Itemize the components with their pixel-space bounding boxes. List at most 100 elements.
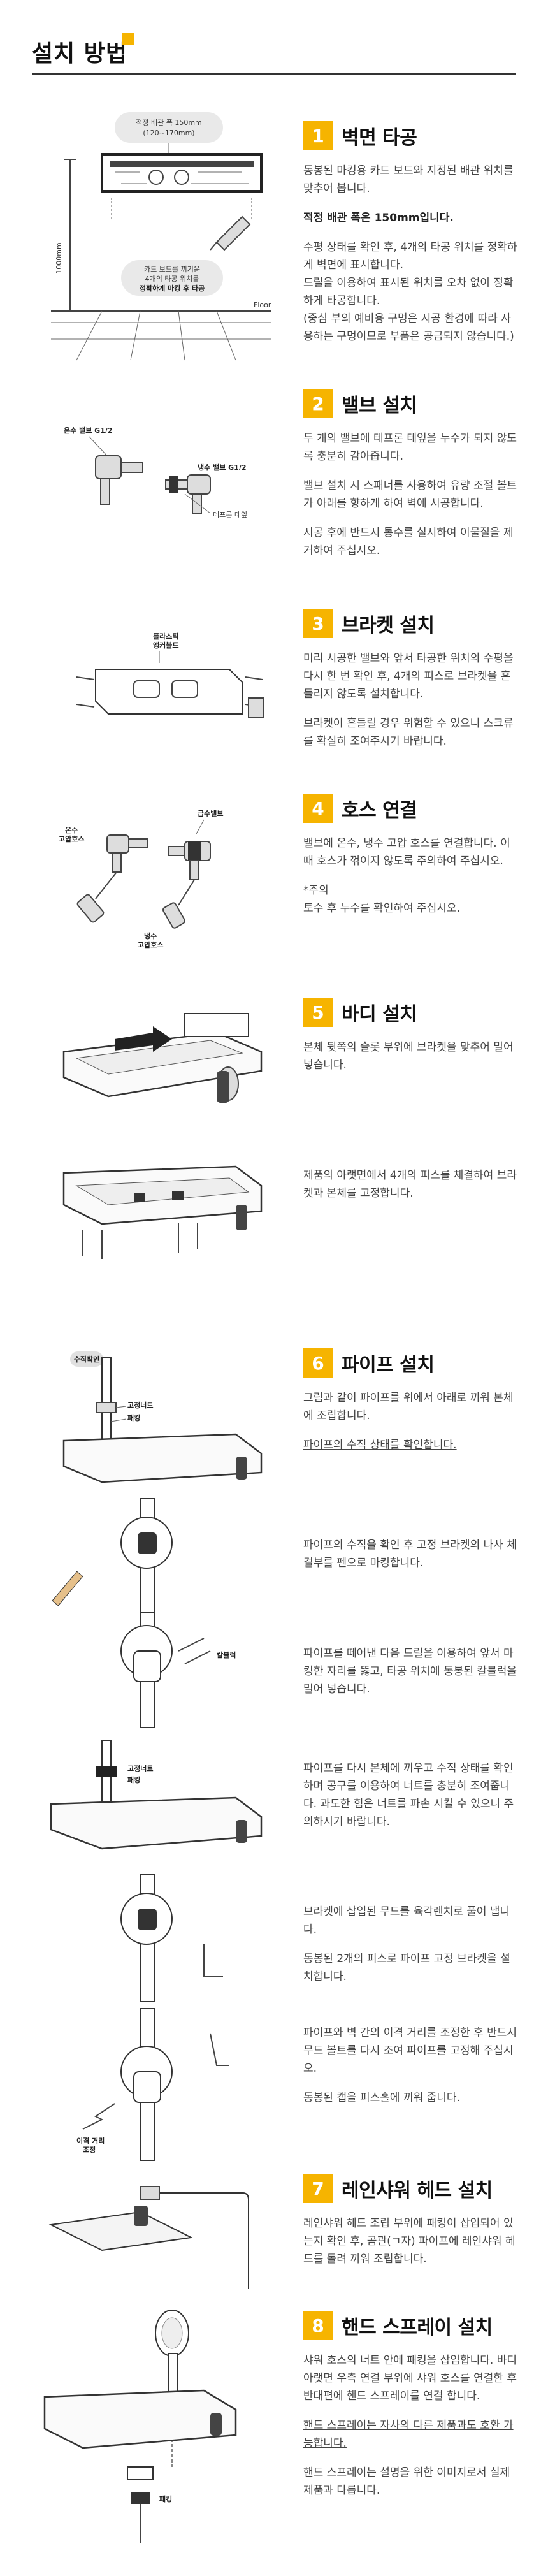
section-8-para-2: 핸드 스프레이는 자사의 다른 제품과도 호환 가능합니다. (303, 2419, 514, 2450)
step-number-3: 3 (303, 609, 333, 638)
height-label: 1000mm (55, 242, 63, 273)
distance-label-line2: 조정 (83, 2145, 96, 2154)
section-6-para-9: 동봉된 캡을 피스홀에 끼워 줍니다. (303, 2092, 460, 2104)
fixing-nut-label: 고정너트 (127, 1401, 153, 1409)
section-hose-connect: 급수밸브 온수 고압호스 냉수 고압호스 4 (0, 790, 548, 982)
rain-shower-illustration (25, 2167, 280, 2289)
section-6-text-3: 파이프를 떼어낸 다음 드릴을 이용하여 앞서 마킹한 자리를 뚫고, 타공 위… (303, 1645, 520, 1710)
teflon-tape-label: 테프론 테잎 (213, 511, 247, 519)
section-6-para-7: 동봉된 2개의 피스로 파이프 고정 브라켓을 설치합니다. (303, 1953, 510, 1983)
body-screw-illustration (25, 1147, 280, 1275)
section-hand-spray: 패킹 8 핸드 스프레이 설치 샤워 호스의 너트 안에 패킹을 삽입합니다. … (0, 2308, 548, 2563)
section-5-para-1: 본체 뒷쪽의 슬롯 부위에 브라켓을 맞추어 밀어 넣습니다. (303, 1041, 514, 1072)
section-4-text: 4 호스 연결 밸브에 온수, 냉수 고압 호스를 연결합니다. 이 때 호스가… (303, 794, 520, 929)
body-slide-illustration (25, 994, 280, 1122)
title-accent-mark (122, 33, 134, 45)
section-6-para-1: 그림과 같이 파이프를 위에서 아래로 끼워 본체에 조립합니다. (303, 1392, 514, 1422)
section-1-title-row: 1 벽면 타공 (303, 121, 520, 150)
section-2-title-row: 2 밸브 설치 (303, 389, 520, 418)
section-6-para-3: 파이프의 수직을 확인 후 고정 브라켓의 나사 체결부를 펜으로 마킹합니다. (303, 1539, 517, 1569)
section-7-title-row: 7 레인샤워 헤드 설치 (303, 2174, 520, 2203)
cold-hose-label-line2: 고압호스 (138, 940, 163, 949)
step-number-1: 1 (303, 121, 333, 150)
level-check-label: 수직확인 (74, 1355, 99, 1364)
step-number-8: 8 (303, 2311, 333, 2340)
section-4-title-row: 4 호스 연결 (303, 794, 520, 823)
section-7-title: 레인샤워 헤드 설치 (342, 2179, 493, 2202)
section-6-para-8: 파이프와 벽 간의 이격 거리를 조정한 후 반드시 무드 볼트를 다시 조여 … (303, 2027, 517, 2075)
section-6-text-4: 파이프를 다시 본체에 끼우고 수직 상태를 확인하며 공구를 이용하여 너트를… (303, 1759, 520, 1842)
section-valve-install: 온수 밸브 G1/2 냉수 밸브 G1/2 테프론 테잎 2 밸브 설치 두 개… (0, 386, 548, 606)
section-6-title: 파이프 설치 (342, 1354, 435, 1376)
pipe-width-label: 적정 배관 폭 150mm (136, 119, 202, 127)
section-7-para-1: 레인샤워 헤드 조립 부위에 패킹이 삽입되어 있는지 확인 후, 곰관(ㄱ자)… (303, 2217, 516, 2266)
card-instruction-line3: 정확하게 마킹 후 타공 (140, 284, 205, 293)
section-2-text: 2 밸브 설치 두 개의 밸브에 테프론 테잎을 누수가 되지 않도록 충분히 … (303, 389, 520, 571)
anchor-label-line2: 앵커볼트 (153, 641, 178, 650)
page-header: 설치 방법 (0, 0, 548, 80)
hand-spray-illustration: 패킹 (25, 2308, 280, 2550)
section-6-para-6: 브라켓에 삽입된 무드를 육각렌치로 풀어 냅니다. (303, 1905, 510, 1936)
section-8-para-1: 샤워 호스의 너트 안에 패킹을 삽입합니다. 바디 아랫면 우측 연결 부위에… (303, 2354, 517, 2403)
section-1-para-5: (중심 부의 예비용 구멍은 시공 환경에 따라 사용하는 구멍이므로 부품은 … (303, 312, 514, 343)
distance-adjust-illustration: 이격 거리 조정 (25, 2008, 280, 2161)
section-4-para-2: 토수 후 누수를 확인하여 주십시오. (303, 902, 460, 915)
section-body-install: 5 바디 설치 본체 뒷쪽의 슬롯 부위에 브라켓을 맞추어 밀어 넣습니다. … (0, 994, 548, 1300)
cold-valve-label: 냉수 밸브 G1/2 (198, 463, 247, 472)
wall-drilling-illustration: 적정 배관 폭 150mm (120~170mm) 1000mm 카드 보드를 … (25, 108, 280, 363)
section-6-text-2: 파이프의 수직을 확인 후 고정 브라켓의 나사 체결부를 펜으로 마킹합니다. (303, 1536, 520, 1583)
section-1-title: 벽면 타공 (342, 127, 417, 149)
bracket-mount-illustration (25, 1874, 280, 2002)
card-instruction-line2: 4개의 타공 위치를 (145, 275, 199, 283)
section-6-text-1: 6 파이프 설치 그림과 같이 파이프를 위에서 아래로 끼워 본체에 조립합니… (303, 1348, 520, 1466)
valve-illustration: 온수 밸브 G1/2 냉수 밸브 G1/2 테프론 테잎 (25, 411, 280, 551)
packing-label-2: 패킹 (127, 1775, 140, 1784)
section-3-title-row: 3 브라켓 설치 (303, 609, 520, 638)
section-5-title: 바디 설치 (342, 1003, 417, 1026)
section-8-para-3: 핸드 스프레이는 설명을 위한 이미지로서 실제 제품과 다릅니다. (303, 2466, 510, 2497)
section-2-para-2: 밸브 설치 시 스패너를 사용하여 유량 조절 볼트가 아래를 향하게 하여 벽… (303, 479, 517, 510)
packing-label: 패킹 (127, 1413, 140, 1422)
cold-hose-label-line1: 냉수 (144, 931, 157, 940)
pipe-marking-illustration (25, 1498, 280, 1613)
distance-label-line1: 이격 거리 (76, 2136, 105, 2145)
section-4-title: 호스 연결 (342, 799, 417, 822)
step-number-4: 4 (303, 794, 333, 823)
section-1-para-2: 적정 배관 폭은 150mm입니다. (303, 212, 454, 224)
step-number-7: 7 (303, 2174, 333, 2203)
step-number-6: 6 (303, 1348, 333, 1378)
hot-valve-label: 온수 밸브 G1/2 (64, 426, 113, 435)
section-2-para-1: 두 개의 밸브에 테프론 테잎을 누수가 되지 않도록 충분히 감아줍니다. (303, 432, 517, 463)
page-title: 설치 방법 (32, 41, 128, 67)
nut-tighten-illustration: 고정너트 패킹 (25, 1740, 280, 1861)
section-6-text-6: 파이프와 벽 간의 이격 거리를 조정한 후 반드시 무드 볼트를 다시 조여 … (303, 2024, 520, 2118)
section-3-text: 3 브라켓 설치 미리 시공한 밸브와 앞서 타공한 위치의 수평을 다시 한 … (303, 609, 520, 762)
section-pipe-install: 수직확인 고정너트 패킹 (0, 1345, 548, 2167)
pipe-insert-illustration: 수직확인 고정너트 패킹 (25, 1345, 280, 1485)
hot-hose-label-line2: 고압호스 (59, 834, 84, 843)
section-8-title: 핸드 스프레이 설치 (342, 2317, 493, 2339)
step-number-2: 2 (303, 389, 333, 418)
section-4-note-label: *주의 (303, 884, 329, 897)
anchor-label-line1: 플라스틱 (153, 632, 178, 641)
section-3-para-1: 미리 시공한 밸브와 앞서 타공한 위치의 수평을 다시 한 번 확인 후, 4… (303, 652, 514, 701)
section-3-para-2: 브라켓이 흔들릴 경우 위험할 수 있으니 스크류를 확실히 조여주시기 바랍니… (303, 717, 514, 748)
anchor-insert-illustration: 칼블럭 (25, 1613, 280, 1728)
section-6-para-4: 파이프를 떼어낸 다음 드릴을 이용하여 앞서 마킹한 자리를 뚫고, 타공 위… (303, 1647, 517, 1696)
card-instruction-line1: 카드 보드를 끼기운 (144, 265, 200, 273)
step-number-5: 5 (303, 998, 333, 1027)
hose-illustration: 급수밸브 온수 고압호스 냉수 고압호스 (25, 803, 280, 956)
header-divider (32, 73, 516, 75)
section-6-para-2: 파이프의 수직 상태를 확인합니다. (303, 1439, 457, 1452)
section-5-text-2: 제품의 아랫면에서 4개의 피스를 체결하여 브라켓과 본체를 고정합니다. (303, 1167, 520, 1214)
section-6-title-row: 6 파이프 설치 (303, 1348, 520, 1378)
section-8-title-row: 8 핸드 스프레이 설치 (303, 2311, 520, 2340)
bracket-illustration: 플라스틱 앵커볼트 (25, 625, 280, 752)
supply-valve-label: 급수밸브 (198, 809, 223, 818)
floor-label: Floor (254, 301, 271, 309)
section-bracket-install: 플라스틱 앵커볼트 3 브라켓 설치 미리 시공한 밸브와 앞서 타공한 위치의… (0, 606, 548, 790)
pipe-range-label: (120~170mm) (143, 129, 194, 137)
section-1-text: 1 벽면 타공 동봉된 마킹용 카드 보드와 지정된 배관 위치를 맞추어 봅니… (303, 121, 520, 357)
section-7-text: 7 레인샤워 헤드 설치 레인샤워 헤드 조립 부위에 패킹이 삽입되어 있는지… (303, 2174, 520, 2280)
